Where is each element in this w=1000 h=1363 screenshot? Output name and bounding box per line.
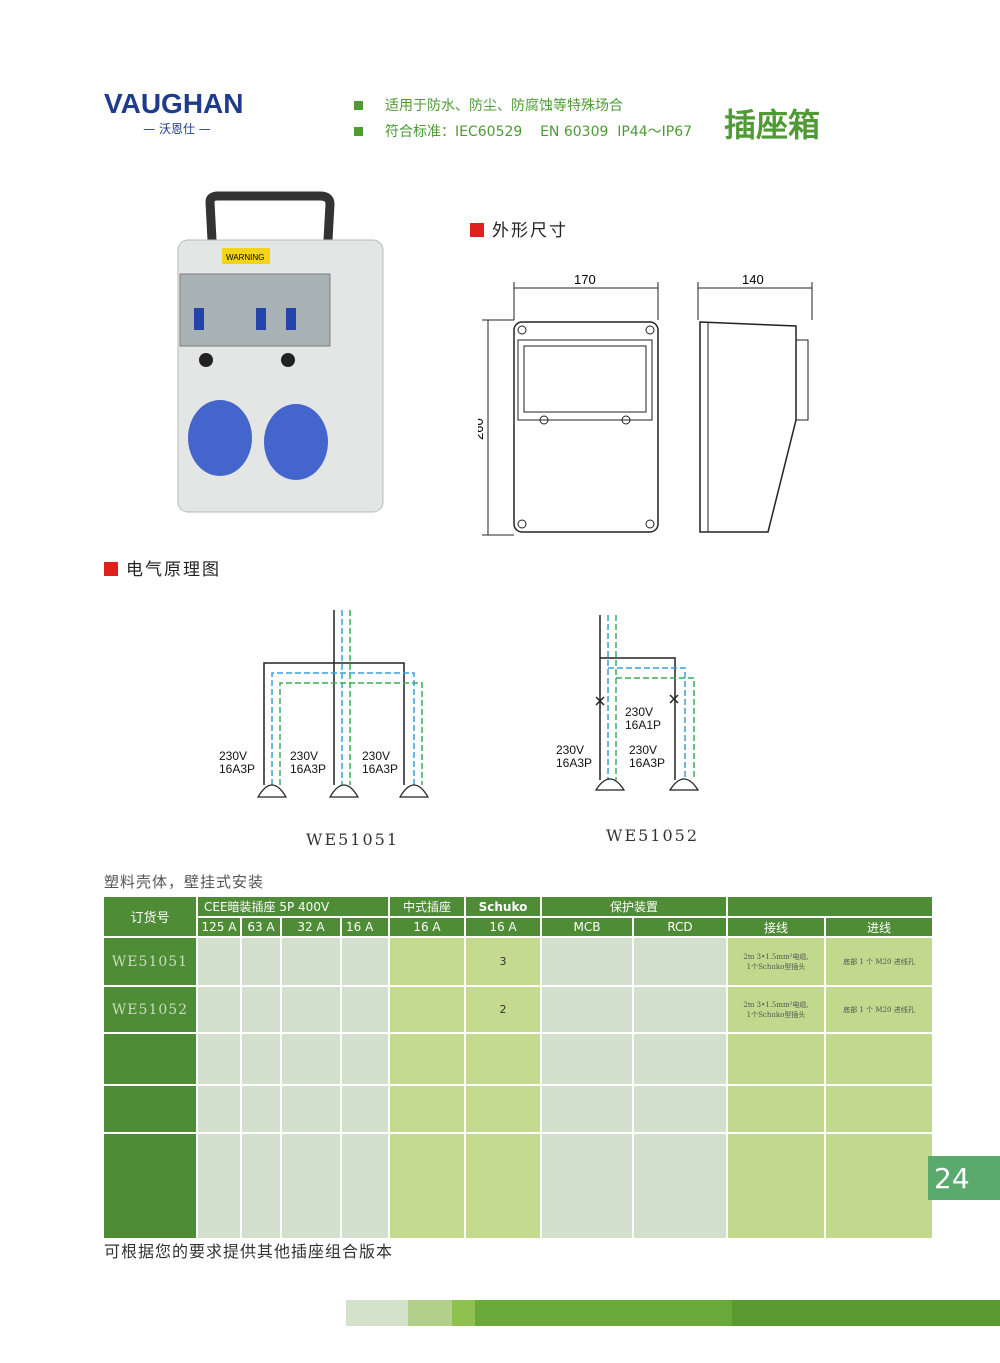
table-cell: [390, 1086, 464, 1132]
table-cell: 2: [466, 987, 540, 1032]
table-cell: [826, 1086, 932, 1132]
height-label: 260: [478, 418, 486, 440]
table-cell: [390, 1134, 464, 1238]
table-cell: [542, 1034, 632, 1084]
model-label: WE51051: [306, 830, 400, 849]
feature-1: 适用于防水、防尘、防腐蚀等特殊场合: [354, 95, 623, 115]
table-cell: 2m 3•1.5mm²电缆, 1个Schuko型插头: [728, 938, 824, 985]
table-cell: [242, 1134, 280, 1238]
footnote: 可根据您的要求提供其他插座组合版本: [104, 1242, 394, 1261]
table-caption: 塑料壳体，壁挂式安装: [104, 873, 265, 891]
table-cell: [282, 1134, 340, 1238]
dimensions-heading: 外形尺寸: [470, 216, 568, 241]
order-number: WE51052: [104, 987, 196, 1032]
table-cell: [242, 987, 280, 1032]
table-cell: [198, 938, 240, 985]
order-number: WE51051: [104, 938, 196, 985]
table-cell: [198, 987, 240, 1032]
table-cell: [282, 1034, 340, 1084]
table-cell: [342, 1134, 388, 1238]
table-cell: 底部 1 个 M20 进线孔: [826, 938, 932, 985]
depth-label: 140: [742, 272, 764, 287]
bullet-icon: [354, 101, 363, 110]
schematic-heading: 电气原理图: [104, 555, 221, 580]
page-number: 24: [928, 1156, 1000, 1200]
feature-2: 符合标准：IEC60529 EN 60309 IP44～IP67: [354, 121, 692, 141]
table-cell: [634, 1034, 726, 1084]
table-cell: [198, 1134, 240, 1238]
red-square-icon: [104, 562, 118, 576]
table-cell: [342, 1086, 388, 1132]
footer-bar: [346, 1300, 1000, 1326]
table-cell: [104, 1034, 196, 1084]
table-cell: [634, 1086, 726, 1132]
table-cell: [728, 1134, 824, 1238]
dimension-drawing: 170 140 260: [478, 272, 813, 536]
table-cell: [104, 1086, 196, 1132]
page-title: 插座箱: [724, 106, 821, 144]
model-label: WE51052: [606, 826, 700, 845]
table-cell: [342, 938, 388, 985]
table-cell: [390, 1034, 464, 1084]
table-cell: 3: [466, 938, 540, 985]
table-cell: [242, 1086, 280, 1132]
table-cell: [542, 1134, 632, 1238]
schematic-we51052: [594, 615, 700, 791]
table-cell: [634, 938, 726, 985]
table-cell: [342, 1034, 388, 1084]
table-cell: [282, 938, 340, 985]
table-cell: 底部 1 个 M20 进线孔: [826, 987, 932, 1032]
table-cell: [390, 987, 464, 1032]
schematic-we51051: [256, 610, 430, 798]
table-cell: [542, 938, 632, 985]
table-cell: [634, 1134, 726, 1238]
table-cell: [104, 1134, 196, 1238]
table-cell: [542, 987, 632, 1032]
table-cell: [198, 1034, 240, 1084]
table-cell: [634, 987, 726, 1032]
table-cell: [242, 938, 280, 985]
product-photo: WARNING: [177, 191, 384, 513]
table-cell: [282, 1086, 340, 1132]
table-cell: 2m 3•1.5mm²电缆, 1个Schuko型插头: [728, 987, 824, 1032]
bullet-icon: [354, 127, 363, 136]
table-cell: [466, 1086, 540, 1132]
table-cell: [342, 987, 388, 1032]
table-cell: [728, 1034, 824, 1084]
table-cell: [282, 987, 340, 1032]
table-cell: [826, 1134, 932, 1238]
table-cell: [198, 1086, 240, 1132]
table-cell: [466, 1034, 540, 1084]
brand-logo: VAUGHAN — 沃恩仕 —: [104, 88, 244, 136]
table-cell: [728, 1086, 824, 1132]
table-cell: [826, 1034, 932, 1084]
table-cell: [466, 1134, 540, 1238]
warning-label: WARNING: [226, 253, 264, 262]
table-cell: [390, 938, 464, 985]
table-cell: [242, 1034, 280, 1084]
width-label: 170: [574, 272, 596, 287]
red-square-icon: [470, 223, 484, 237]
table-cell: [542, 1086, 632, 1132]
